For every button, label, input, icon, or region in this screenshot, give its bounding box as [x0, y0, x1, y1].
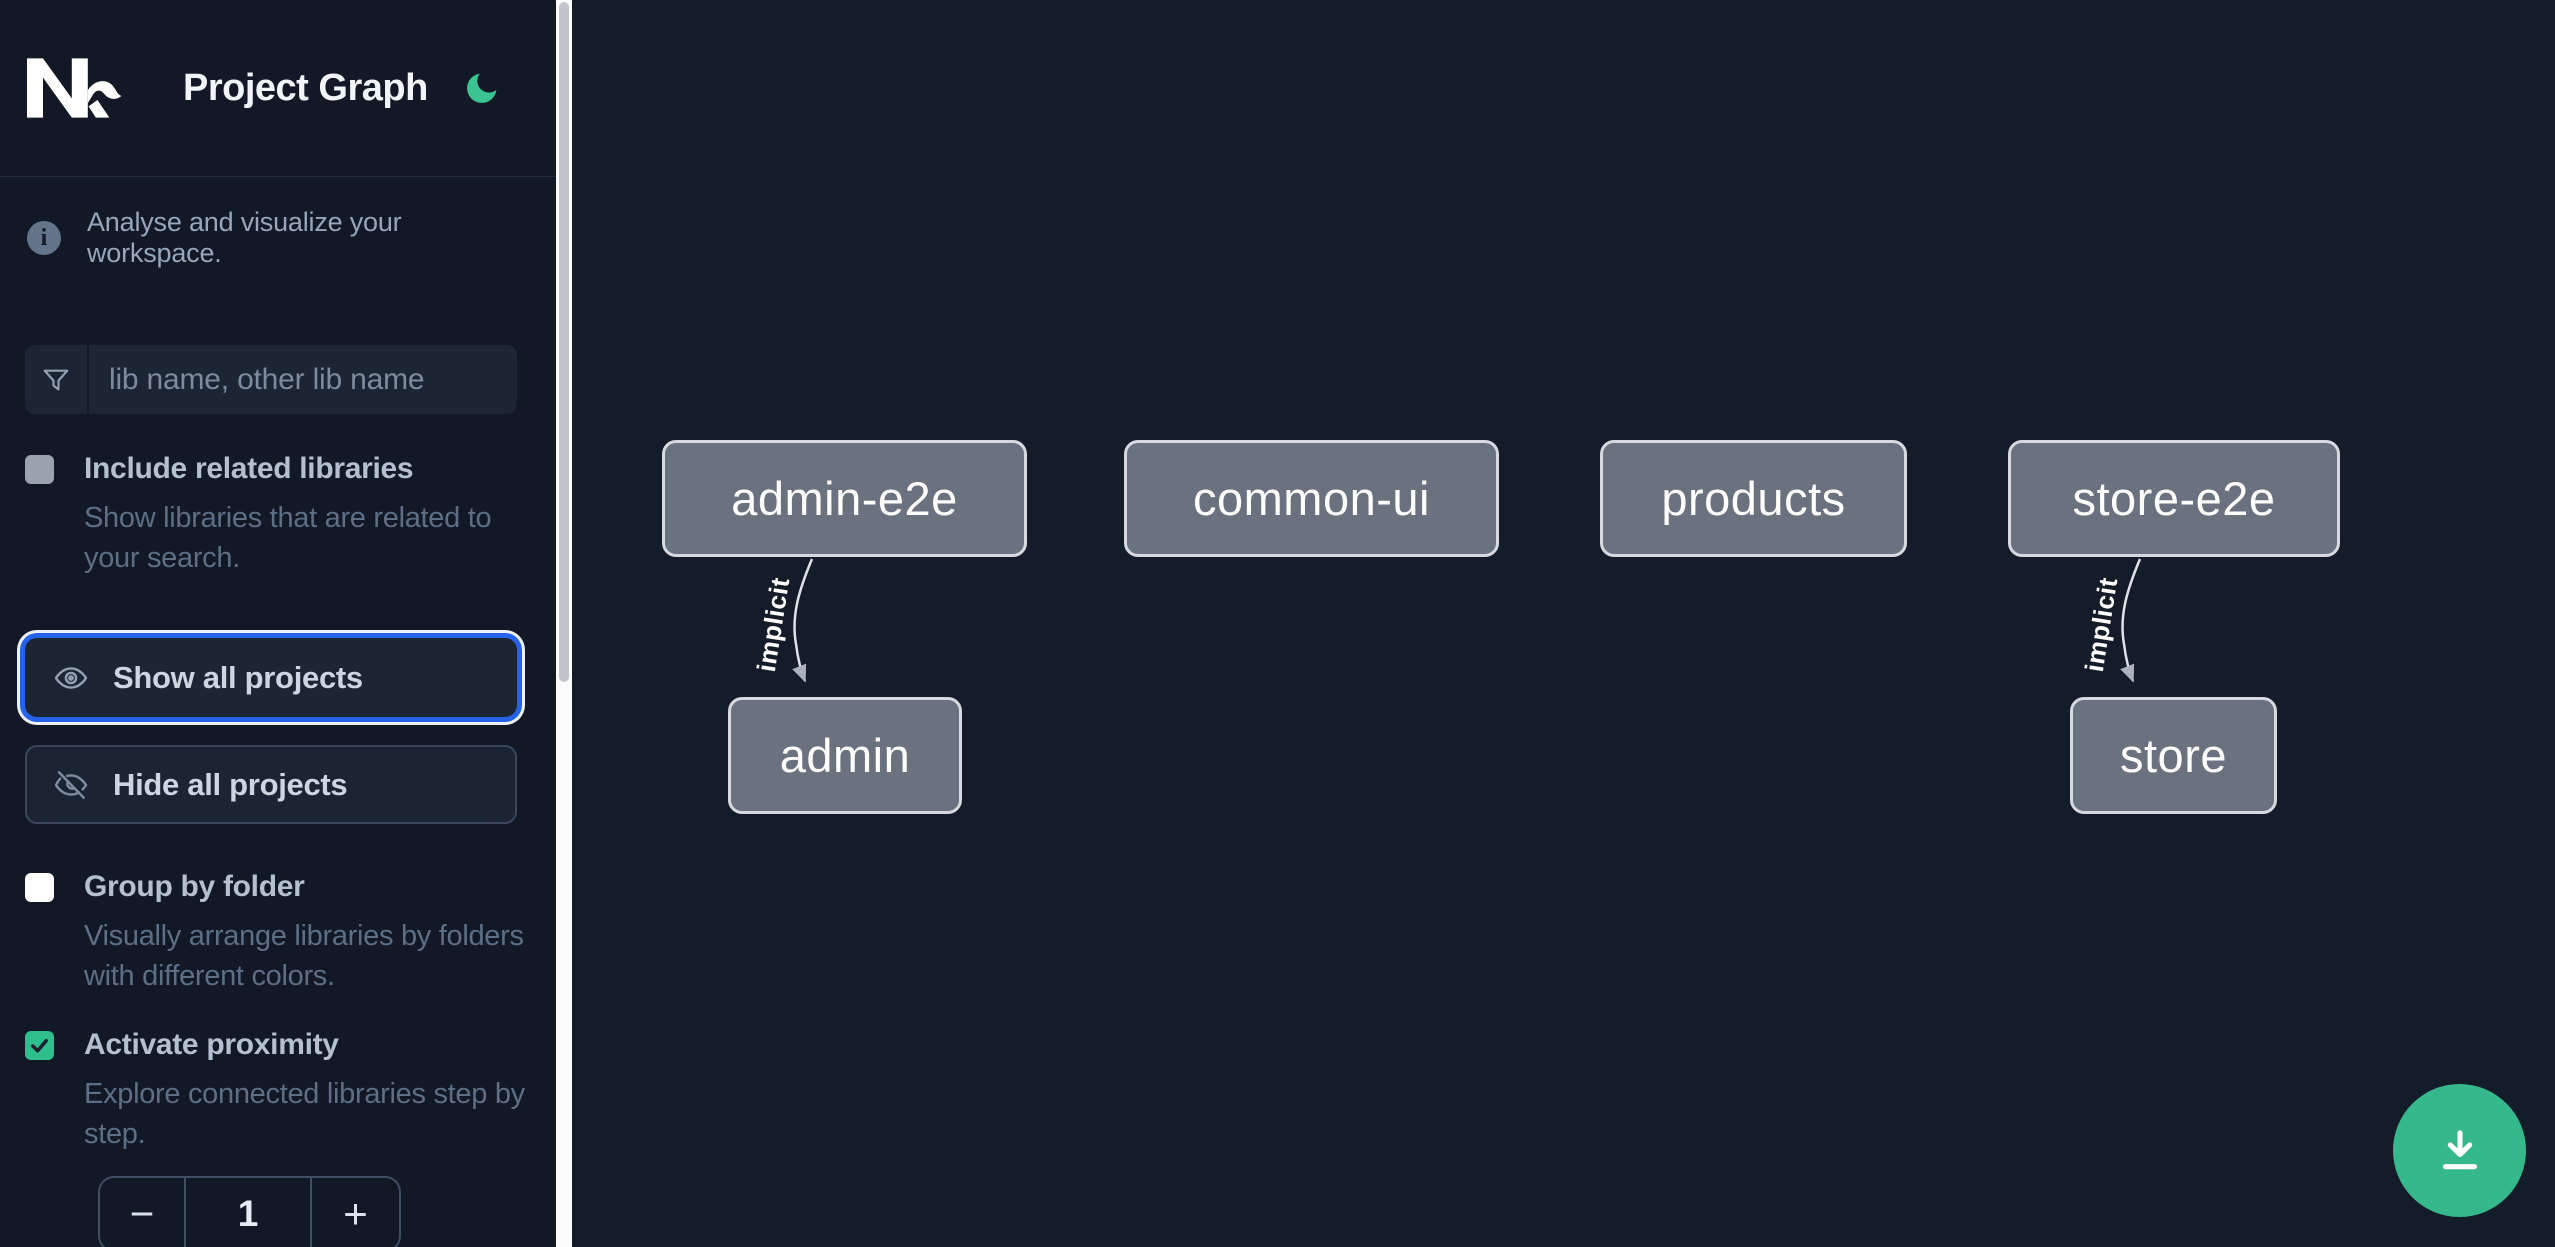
project-node-admin[interactable]: admin [728, 697, 962, 814]
node-label: products [1661, 472, 1846, 525]
proximity-depth-value: 1 [237, 1193, 259, 1234]
toggle-include-related[interactable]: Include related libraries Show libraries… [25, 452, 531, 578]
edge-admin-e2e-to-admin [792, 558, 814, 683]
search-box [25, 345, 517, 414]
hide-all-projects-label: Hide all projects [113, 766, 348, 802]
show-all-projects-button[interactable]: Show all projects [25, 638, 517, 717]
node-label: admin-e2e [731, 472, 958, 525]
info-row: i Analyse and visualize your workspace. [25, 207, 531, 269]
increment-button[interactable]: + [310, 1178, 399, 1247]
project-node-admin-e2e[interactable]: admin-e2e [662, 440, 1027, 557]
filter-funnel-icon [25, 345, 89, 414]
eye-icon [54, 666, 88, 689]
node-label: common-ui [1193, 472, 1430, 525]
sidebar-scrollbar[interactable] [556, 0, 572, 1247]
edge-label-implicit-store: implicit [2079, 575, 2123, 674]
download-graph-button[interactable] [2393, 1084, 2526, 1217]
dependency-edges: implicit implicit [747, 558, 2142, 683]
search-input[interactable] [89, 345, 517, 414]
checkbox-include-related[interactable] [25, 455, 54, 484]
page-title: Project Graph [183, 66, 428, 109]
check-icon [31, 1038, 48, 1053]
activate-proximity-label: Activate proximity [84, 1028, 339, 1061]
sidebar-body: i Analyse and visualize your workspace. … [0, 177, 556, 1247]
node-label: store-e2e [2072, 472, 2276, 525]
decrement-button[interactable]: − [100, 1178, 186, 1247]
proximity-depth-stepper: − 1 + [98, 1176, 401, 1247]
toggle-group-by-folder[interactable]: Group by folder Visually arrange librari… [25, 870, 531, 996]
checkbox-group-by-folder[interactable] [25, 873, 54, 902]
sidebar: Project Graph i Analyse and visualize yo… [0, 0, 556, 1247]
node-label: store [2120, 729, 2227, 782]
checkbox-activate-proximity[interactable] [25, 1031, 54, 1060]
download-icon [2442, 1129, 2477, 1169]
edge-store-e2e-to-store [2120, 558, 2142, 683]
theme-toggle-button[interactable] [460, 66, 504, 110]
graph-canvas[interactable]: implicit implicit admin-e2e common-ui pr… [572, 0, 2555, 1247]
info-text: Analyse and visualize your workspace. [87, 207, 402, 268]
toggle-activate-proximity[interactable]: Activate proximity Explore connected lib… [25, 1028, 531, 1154]
show-all-projects-label: Show all projects [113, 659, 363, 695]
moon-icon [467, 73, 497, 103]
include-related-description: Show libraries that are related to your … [84, 502, 492, 574]
edge-label-implicit-admin: implicit [751, 575, 795, 674]
eye-slash-icon [54, 770, 88, 799]
group-by-folder-description: Visually arrange libraries by folders wi… [84, 920, 524, 992]
project-node-store[interactable]: store [2070, 697, 2277, 814]
info-icon: i [27, 221, 61, 255]
hide-all-projects-button[interactable]: Hide all projects [25, 745, 517, 824]
sidebar-scrollbar-thumb[interactable] [559, 2, 569, 682]
app-header: Project Graph [0, 0, 556, 177]
nx-logo [27, 58, 122, 118]
group-by-folder-label: Group by folder [84, 870, 305, 903]
project-node-store-e2e[interactable]: store-e2e [2008, 440, 2340, 557]
node-label: admin [779, 729, 911, 782]
project-node-products[interactable]: products [1600, 440, 1907, 557]
include-related-label: Include related libraries [84, 452, 414, 485]
activate-proximity-description: Explore connected libraries step by step… [84, 1078, 525, 1150]
project-node-common-ui[interactable]: common-ui [1124, 440, 1499, 557]
